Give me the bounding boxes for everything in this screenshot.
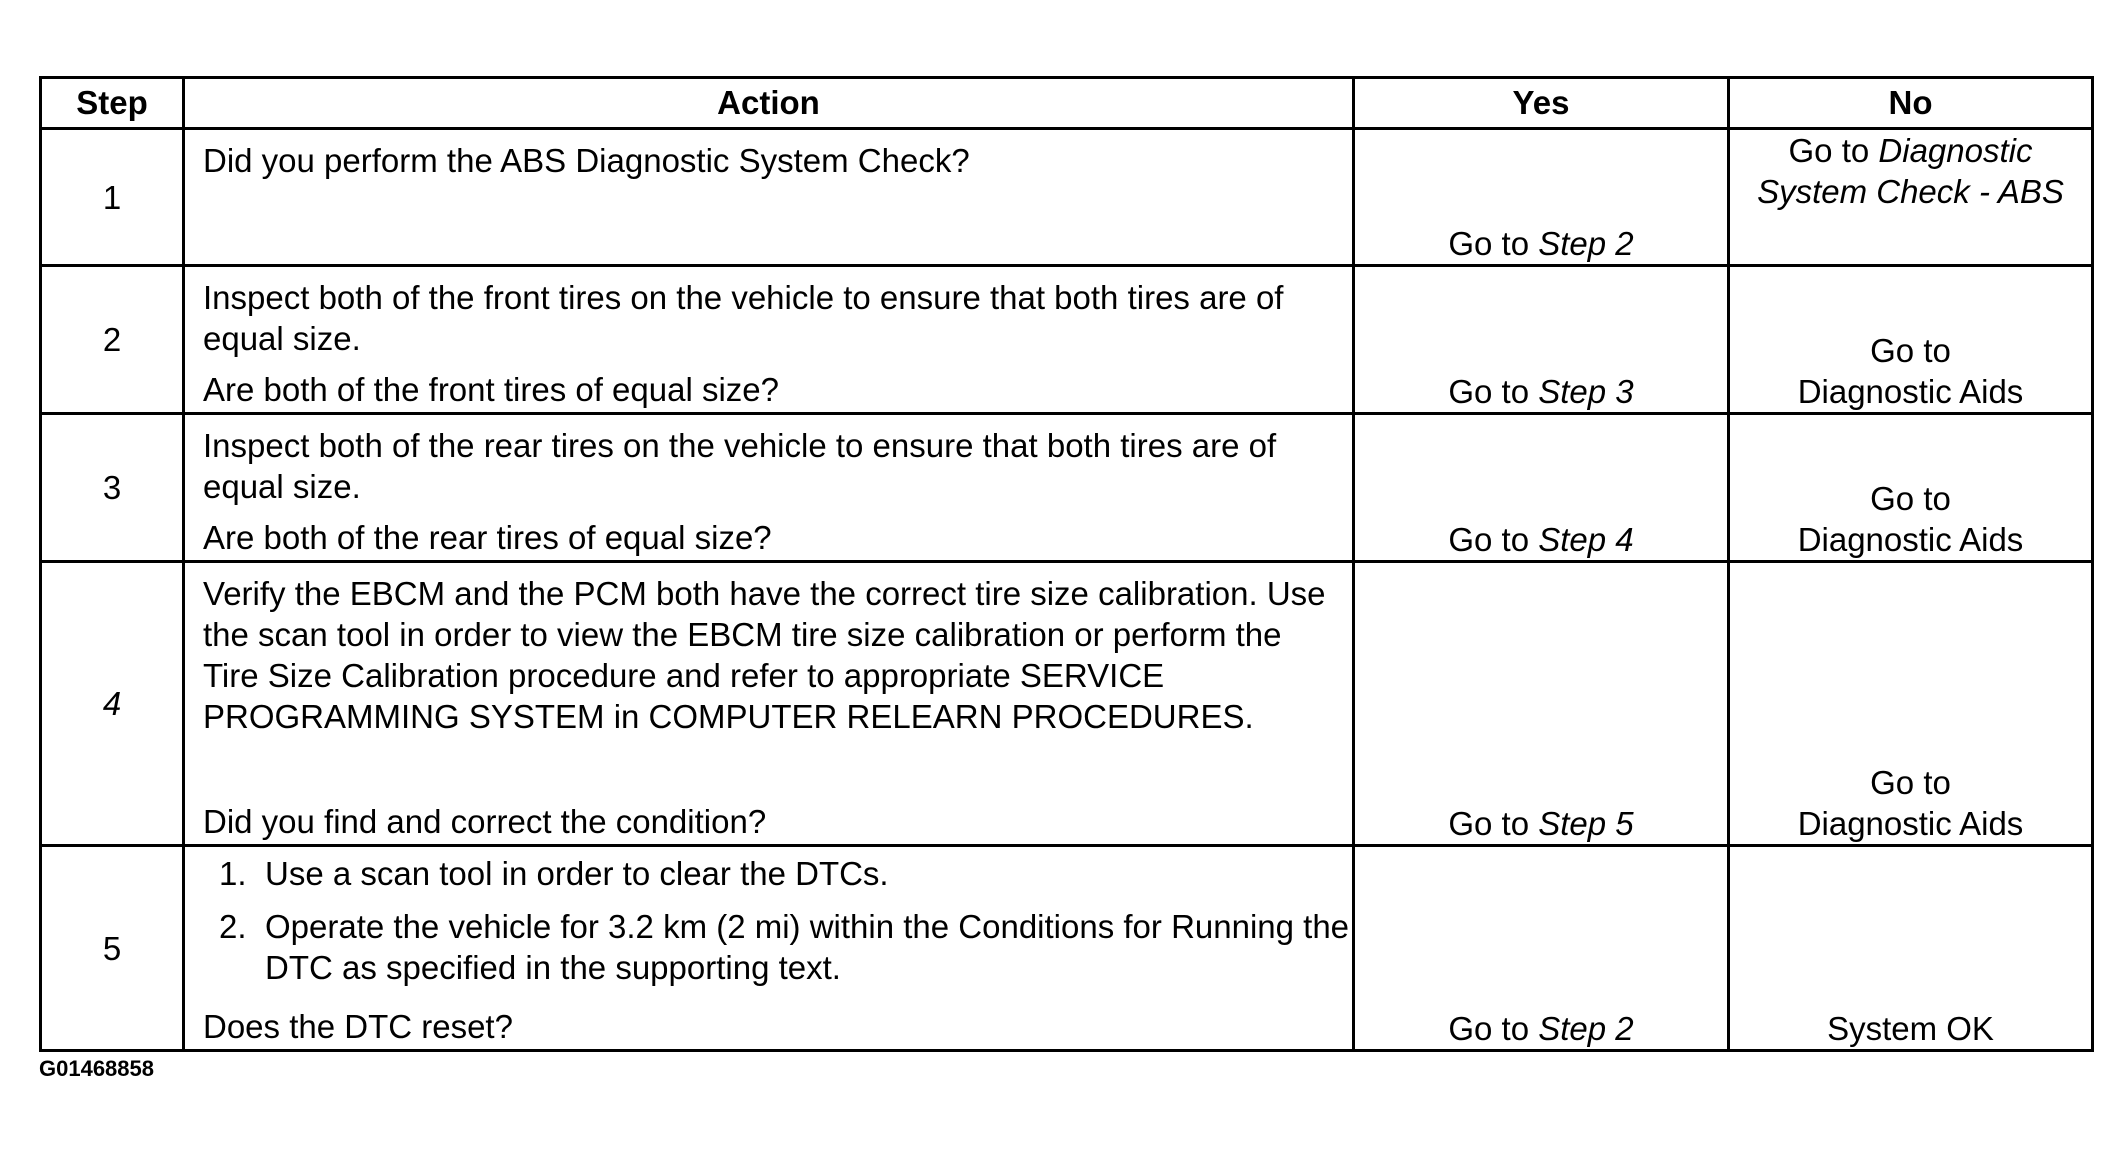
yes-step-link[interactable]: Step 2 [1538, 225, 1634, 262]
action-cell: Inspect both of the front tires on the v… [182, 264, 1355, 415]
step-number: 2 [39, 264, 185, 415]
action-text: Inspect both of the front tires on the v… [203, 279, 1284, 357]
header-row: Step Action Yes No [39, 76, 2094, 130]
action-text: Inspect both of the rear tires on the ve… [203, 427, 1277, 505]
action-text: Verify the EBCM and the PCM both have th… [203, 575, 1326, 735]
list-item: 1. Use a scan tool in order to clear the … [185, 853, 1352, 894]
table-row: 2 Inspect both of the front tires on the… [39, 264, 2094, 415]
step-number: 4 [39, 560, 185, 847]
action-list: 1. Use a scan tool in order to clear the … [185, 853, 1352, 1000]
yes-cell: Go to Step 5 [1352, 560, 1730, 847]
yes-prefix: Go to [1448, 373, 1539, 410]
step-number: 5 [39, 844, 185, 1052]
header-action: Action [182, 76, 1355, 130]
action-question: Did you find and correct the condition? [203, 803, 767, 840]
yes-cell: Go to Step 4 [1352, 412, 1730, 563]
figure-code: G01468858 [39, 1056, 154, 1081]
diagnostic-table: Step Action Yes No 1 Did you perform the… [39, 76, 2094, 1052]
action-cell: Inspect both of the rear tires on the ve… [182, 412, 1355, 563]
yes-step-link[interactable]: Step 4 [1538, 521, 1634, 558]
header-yes: Yes [1352, 76, 1730, 130]
yes-step-link[interactable]: Step 2 [1538, 1010, 1634, 1047]
action-text: Did you perform the ABS Diagnostic Syste… [203, 142, 970, 179]
list-item: 2. Operate the vehicle for 3.2 km (2 mi) … [185, 906, 1352, 988]
table-row: 3 Inspect both of the rear tires on the … [39, 412, 2094, 563]
list-item-text: Operate the vehicle for 3.2 km (2 mi) wi… [265, 908, 1350, 986]
list-item-number: 1. [219, 855, 247, 892]
action-question: Does the DTC reset? [203, 1008, 513, 1045]
action-cell: Verify the EBCM and the PCM both have th… [182, 560, 1355, 847]
yes-step-link[interactable]: Step 5 [1538, 805, 1634, 842]
action-question: Are both of the front tires of equal siz… [203, 371, 780, 408]
yes-prefix: Go to [1448, 805, 1539, 842]
step-number: 1 [39, 127, 185, 267]
yes-prefix: Go to [1448, 521, 1539, 558]
action-question: Are both of the rear tires of equal size… [203, 519, 772, 556]
no-cell: Go to Diagnostic Aids [1727, 560, 2094, 847]
no-cell: Go to Diagnostic System Check - ABS [1727, 127, 2094, 267]
yes-cell: Go to Step 2 [1352, 127, 1730, 267]
header-step: Step [39, 76, 185, 130]
yes-prefix: Go to [1448, 225, 1539, 262]
no-cell: Go to Diagnostic Aids [1727, 264, 2094, 415]
list-item-text: Use a scan tool in order to clear the DT… [265, 855, 889, 892]
no-result-text: System OK [1827, 1010, 1994, 1047]
no-diagnostic-aids-link[interactable]: Diagnostic Aids [1797, 521, 2024, 558]
no-line1: Go to [1870, 764, 1951, 801]
yes-cell: Go to Step 3 [1352, 264, 1730, 415]
no-diagnostic-aids-link[interactable]: Diagnostic Aids [1797, 373, 2024, 410]
list-item-number: 2. [219, 908, 247, 945]
table-row: 4 Verify the EBCM and the PCM both have … [39, 560, 2094, 847]
no-cell: Go to Diagnostic Aids [1727, 412, 2094, 563]
step-number: 3 [39, 412, 185, 563]
table-body: 1 Did you perform the ABS Diagnostic Sys… [39, 127, 2094, 1052]
no-line1: Go to [1870, 332, 1951, 369]
table-header: Step Action Yes No [39, 76, 2094, 130]
yes-cell: Go to Step 2 [1352, 844, 1730, 1052]
no-diagnostic-aids-link[interactable]: Diagnostic Aids [1797, 805, 2024, 842]
no-cell: System OK [1727, 844, 2094, 1052]
yes-step-link[interactable]: Step 3 [1538, 373, 1634, 410]
no-prefix: Go to [1788, 132, 1879, 169]
table-row: 1 Did you perform the ABS Diagnostic Sys… [39, 127, 2094, 267]
no-line1: Go to [1870, 480, 1951, 517]
yes-prefix: Go to [1448, 1010, 1539, 1047]
no-diagnostic-system-check-link[interactable]: Diagnostic System Check - ABS [1757, 132, 2064, 210]
header-no: No [1727, 76, 2094, 130]
table-row: 5 1. Use a scan tool in order to clear th… [39, 844, 2094, 1052]
action-cell: Did you perform the ABS Diagnostic Syste… [182, 127, 1355, 267]
action-cell: 1. Use a scan tool in order to clear the … [182, 844, 1355, 1052]
